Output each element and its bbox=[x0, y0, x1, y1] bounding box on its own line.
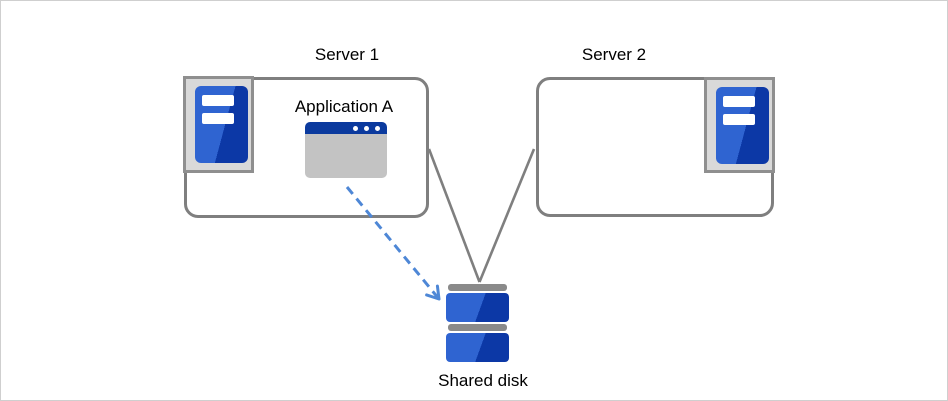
server1-label: Server 1 bbox=[314, 45, 380, 64]
connector-line-server1-disk bbox=[427, 148, 481, 283]
window-titlebar bbox=[305, 122, 387, 134]
disk-platter bbox=[446, 293, 509, 322]
window-dot-icon bbox=[353, 125, 358, 131]
application-a-label: Application A bbox=[294, 97, 394, 116]
stacked-disk-icon bbox=[446, 284, 509, 362]
disk-cap bbox=[448, 284, 507, 291]
connector-line-server2-disk bbox=[478, 148, 536, 283]
server2-label: Server 2 bbox=[581, 45, 647, 64]
window-dot-icon bbox=[375, 125, 380, 131]
tower-slot bbox=[723, 114, 755, 125]
application-window-icon bbox=[305, 122, 387, 178]
server-tower-icon bbox=[716, 87, 769, 164]
shared-disk-label: Shared disk bbox=[438, 371, 528, 390]
window-dot-icon bbox=[364, 125, 369, 131]
server2-icon-frame bbox=[704, 77, 775, 173]
disk-cap bbox=[448, 324, 507, 331]
tower-slot bbox=[202, 113, 234, 124]
tower-slot bbox=[723, 96, 755, 107]
tower-slot bbox=[202, 95, 234, 106]
server1-icon-frame bbox=[183, 76, 254, 173]
window-body bbox=[305, 134, 387, 178]
disk-platter bbox=[446, 333, 509, 362]
server-tower-icon bbox=[195, 86, 248, 163]
